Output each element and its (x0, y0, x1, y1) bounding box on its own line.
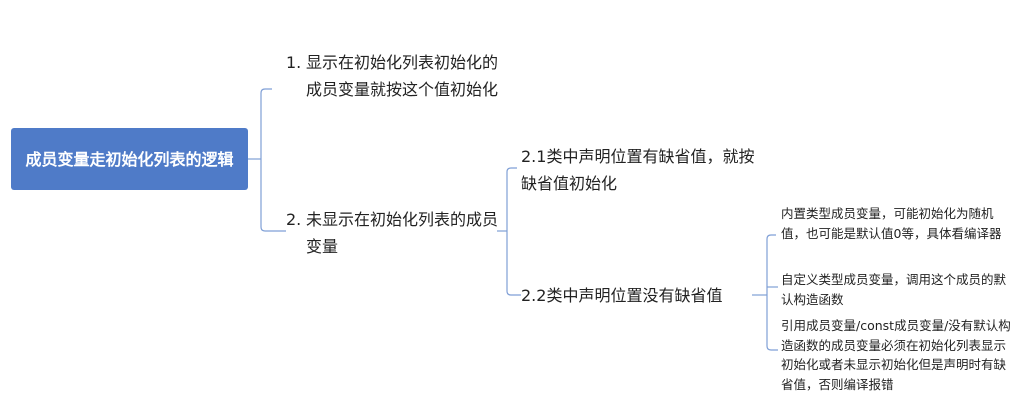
branch-2-label: 未显示在初始化列表的成员变量 (306, 210, 499, 256)
branch-1-number: 1. (286, 53, 302, 72)
branch-2-node[interactable]: 2. 未显示在初始化列表的成员变量 (286, 206, 498, 260)
branch-2-1-label: 2.1类中声明位置有缺省值，就按缺省值初始化 (521, 147, 755, 193)
branch-2-number: 2. (286, 210, 302, 229)
leaf-reference-const-node[interactable]: 引用成员变量/const成员变量/没有默认构造函数的成员变量必须在初始化列表显示… (781, 316, 1017, 394)
branch-1-node[interactable]: 1. 显示在初始化列表初始化的成员变量就按这个值初始化 (286, 49, 498, 103)
leaf-builtin-type-node[interactable]: 内置类型成员变量，可能初始化为随机值，也可能是默认值0等，具体看编译器 (781, 204, 1017, 243)
leaf-reference-const-label: 引用成员变量/const成员变量/没有默认构造函数的成员变量必须在初始化列表显示… (781, 318, 1011, 392)
leaf-builtin-type-label: 内置类型成员变量，可能初始化为随机值，也可能是默认值0等，具体看编译器 (781, 206, 1002, 241)
branch-2-2-label: 2.2类中声明位置没有缺省值 (521, 286, 723, 305)
branch-2-1-node[interactable]: 2.1类中声明位置有缺省值，就按缺省值初始化 (521, 143, 757, 197)
leaf-custom-type-label: 自定义类型成员变量，调用这个成员的默认构造函数 (781, 272, 1007, 307)
branch-1-label: 显示在初始化列表初始化的成员变量就按这个值初始化 (306, 53, 499, 99)
branch-2-2-node[interactable]: 2.2类中声明位置没有缺省值 (521, 282, 757, 309)
root-topic[interactable]: 成员变量走初始化列表的逻辑 (11, 128, 248, 190)
leaf-custom-type-node[interactable]: 自定义类型成员变量，调用这个成员的默认构造函数 (781, 270, 1017, 309)
root-topic-label: 成员变量走初始化列表的逻辑 (25, 149, 234, 169)
